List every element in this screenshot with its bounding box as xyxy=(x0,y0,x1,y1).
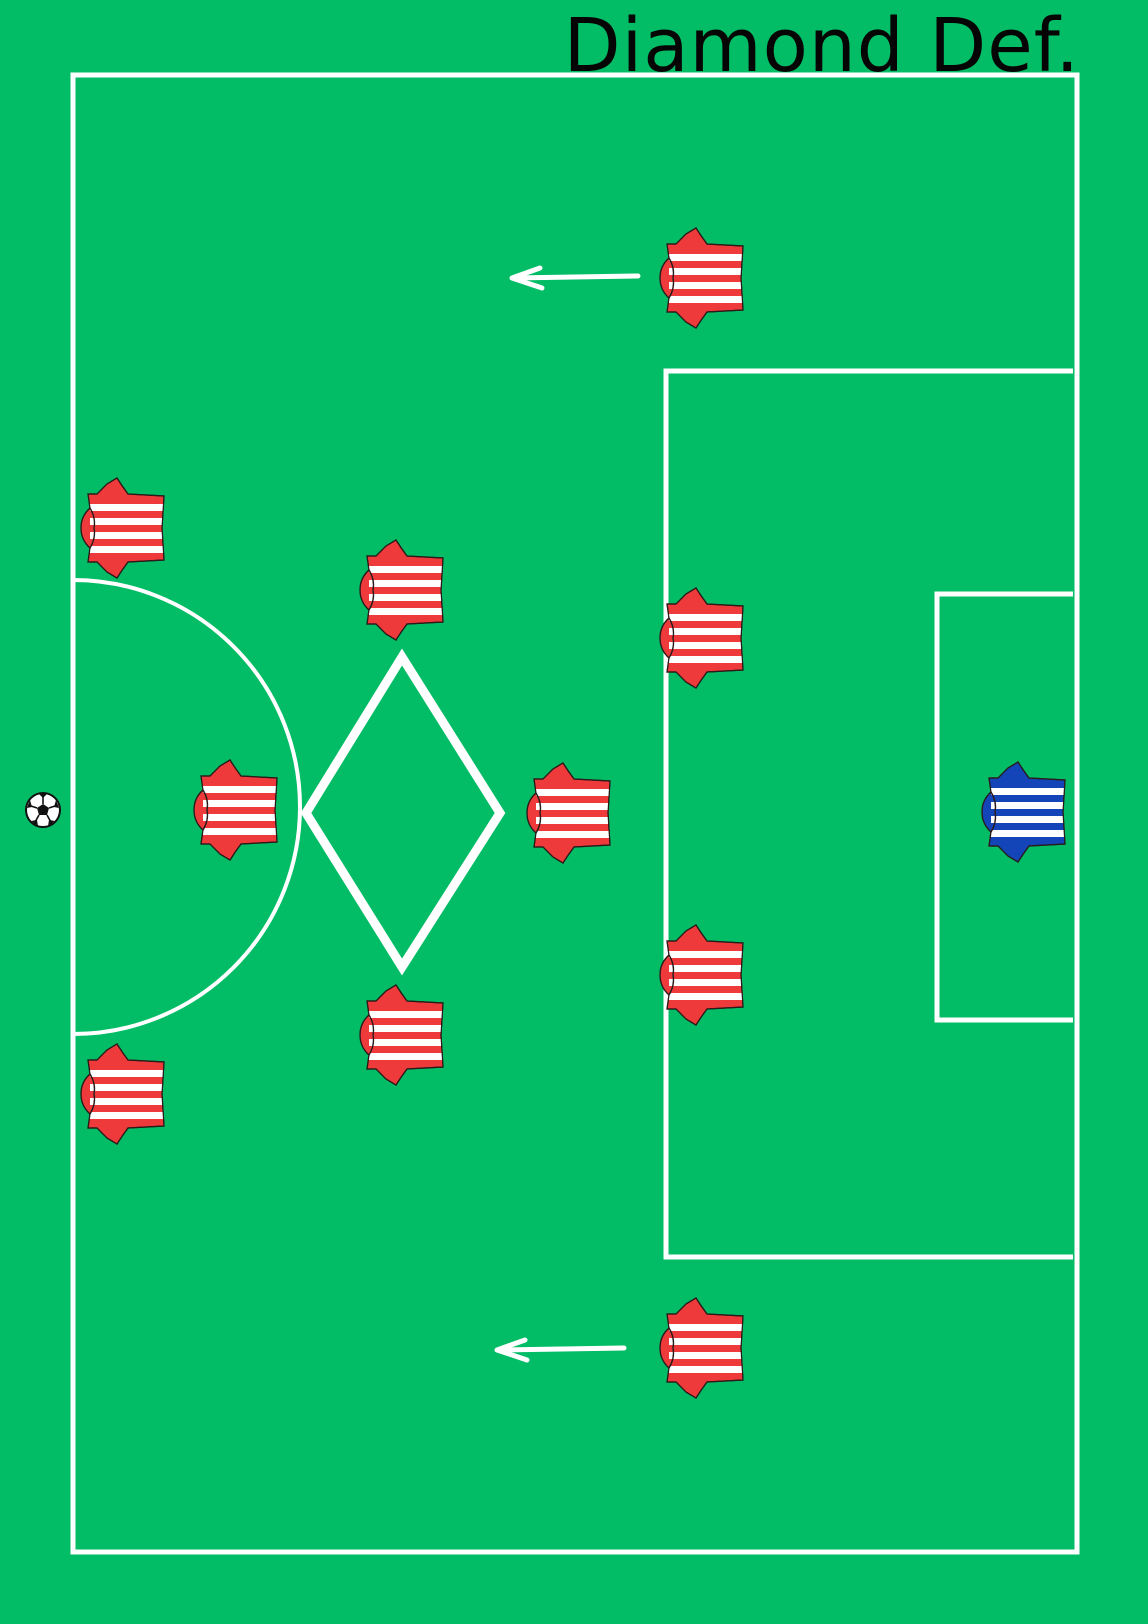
center-circle-line xyxy=(72,578,302,1036)
striped-jersey-icon[interactable] xyxy=(660,1298,749,1398)
striped-jersey-icon[interactable] xyxy=(81,478,170,578)
striped-jersey-icon[interactable] xyxy=(660,925,749,1025)
striped-jersey-icon[interactable] xyxy=(527,763,616,863)
arrow-left-icon xyxy=(494,1337,627,1363)
goal-area xyxy=(934,591,1073,1023)
penalty-area xyxy=(663,368,1073,1260)
striped-jersey-icon[interactable] xyxy=(360,985,449,1085)
striped-jersey-icon[interactable] xyxy=(81,1044,170,1144)
touchline-boundary xyxy=(70,72,1080,1555)
soccer-ball-icon xyxy=(25,792,61,828)
striped-jersey-icon[interactable] xyxy=(194,760,283,860)
striped-jersey-icon[interactable] xyxy=(360,540,449,640)
striped-jersey-icon[interactable] xyxy=(660,588,749,688)
striped-jersey-icon[interactable] xyxy=(660,228,749,328)
diamond-shape xyxy=(300,648,506,976)
goalkeeper-jersey-icon[interactable] xyxy=(982,762,1071,862)
arrow-left-icon xyxy=(509,265,641,291)
